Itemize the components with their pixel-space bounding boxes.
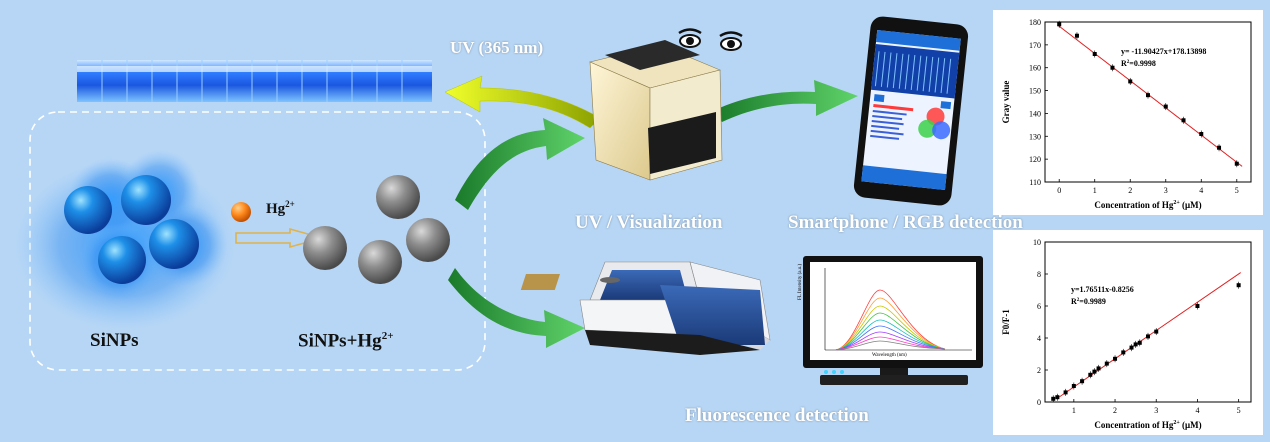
equation-label: y=1.76511x-0.8256 — [1071, 285, 1134, 294]
hg-ion-sphere — [231, 202, 251, 222]
hg-ion-text: Hg — [266, 201, 286, 217]
hg-ion-label: Hg2+ — [266, 199, 295, 218]
uv-wavelength-label: UV (365 nm) — [450, 38, 544, 57]
x-tick-label: 1 — [1072, 406, 1076, 415]
equation-label: y= -11.90427x+178.13898 — [1121, 47, 1206, 56]
y-tick-label: 160 — [1029, 64, 1041, 73]
x-tick-label: 5 — [1235, 186, 1239, 195]
y-tick-label: 0 — [1037, 398, 1041, 407]
uv-arrow — [444, 75, 601, 129]
y-tick-label: 4 — [1037, 334, 1041, 343]
y-tick-label: 110 — [1029, 178, 1041, 187]
fluorescence-detection-label: Fluorescence detection — [685, 405, 869, 426]
eyes-icon — [678, 28, 743, 51]
y-tick-label: 120 — [1029, 155, 1041, 164]
x-tick-label: 4 — [1199, 186, 1203, 195]
smartphone-rgb-label: Smartphone / RGB detection — [788, 212, 1023, 233]
monitor-spectra — [824, 268, 972, 351]
y-tick-label: 8 — [1037, 270, 1041, 279]
r-squared-label: R2=0.9998 — [1121, 59, 1156, 68]
dashed-frame — [29, 111, 486, 371]
arrow-to-phone — [715, 80, 858, 122]
sinps-hg-cluster — [303, 175, 450, 284]
r-squared-label: R2=0.9989 — [1071, 297, 1106, 306]
sinps-cluster — [15, 150, 235, 330]
y-tick-label: 140 — [1029, 109, 1041, 118]
arrow-to-spectrometer — [448, 268, 585, 348]
y-axis-label: F0/F-1 — [1001, 309, 1011, 335]
smartphone — [853, 16, 969, 206]
plot-frame — [1044, 241, 1252, 403]
x-axis-label: Concentration of Hg2+ (μM) — [1094, 420, 1201, 430]
x-tick-label: 1 — [1093, 186, 1097, 195]
gray-value-chart-svg: 0 1 2 3 4 5 110 120 130 140 150 160 170 180Concentrat… — [1001, 18, 1252, 210]
spectrometer — [520, 261, 771, 355]
arrow-to-uv — [455, 118, 585, 210]
x-tick-label: 2 — [1128, 186, 1132, 195]
monitor-xlabel: Wavelength (nm) — [872, 353, 907, 358]
sinps-hg-label: SiNPs+Hg2+ — [298, 330, 393, 352]
y-tick-label: 170 — [1029, 41, 1041, 50]
y-tick-label: 180 — [1029, 18, 1041, 27]
x-axis-label: Concentration of Hg2+ (μM) — [1094, 200, 1201, 210]
sinps-label: SiNPs — [90, 330, 139, 351]
y-axis-label: Gray value — [1001, 81, 1011, 124]
x-tick-label: 0 — [1057, 186, 1061, 195]
x-tick-label: 4 — [1195, 406, 1199, 415]
y-tick-label: 2 — [1037, 366, 1041, 375]
x-tick-label: 3 — [1154, 406, 1158, 415]
vial-row — [77, 60, 432, 102]
monitor-ylabel: FL Intensity (a.u.) — [798, 263, 803, 300]
hg-ion-sup: 2+ — [285, 199, 295, 209]
y-tick-label: 10 — [1033, 238, 1041, 247]
x-tick-label: 2 — [1113, 406, 1117, 415]
x-tick-label: 3 — [1164, 186, 1168, 195]
uv-device — [589, 40, 723, 315]
sinps-hg-sup: 2+ — [381, 330, 394, 342]
x-tick-label: 5 — [1237, 406, 1241, 415]
plot-frame — [1044, 21, 1252, 183]
y-tick-label: 130 — [1029, 132, 1041, 141]
y-tick-label: 6 — [1037, 302, 1041, 311]
uv-visualization-label: UV / Visualization — [575, 212, 723, 233]
y-tick-label: 150 — [1029, 87, 1041, 96]
monitor — [803, 256, 983, 385]
sinps-hg-text: SiNPs+Hg — [298, 330, 382, 352]
